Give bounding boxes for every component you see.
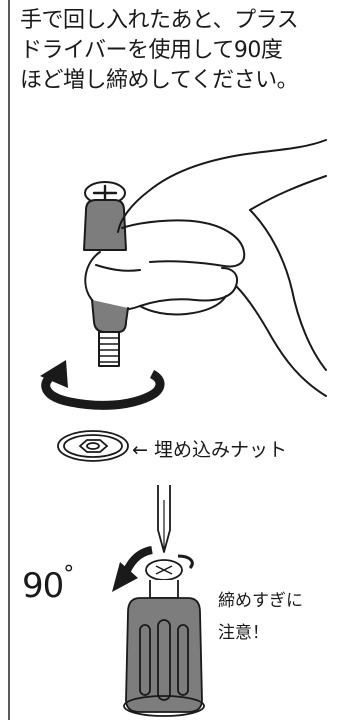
- rotation-arrow-icon: [40, 360, 165, 410]
- instruction-line-2: ドライバーを使用して90度: [20, 38, 283, 63]
- instruction-line-1: 手で回し入れたあと、プラス: [20, 8, 299, 33]
- screwdriver-illustration: [145, 485, 183, 581]
- rotation-angle-label: 90°: [22, 562, 74, 606]
- caution-line-2: 注意！: [218, 623, 269, 643]
- left-margin-rule: [8, 0, 10, 720]
- hand-turning-knob-illustration: [83, 139, 327, 397]
- caution-line-1: 締めすぎに: [218, 591, 303, 611]
- left-arrow-icon: ←: [132, 439, 148, 461]
- caution-note: 締めすぎに 注意！: [218, 585, 328, 649]
- degree-symbol: °: [63, 562, 74, 587]
- angle-value: 90: [22, 566, 64, 606]
- knob-illustration: [123, 580, 205, 717]
- embedded-nut-icon: [57, 430, 129, 462]
- embedded-nut-text: 埋め込みナット: [153, 439, 287, 461]
- instruction-text: 手で回し入れたあと、プラス ドライバーを使用して90度 ほど増し締めしてください…: [20, 6, 340, 96]
- instruction-line-3: ほど増し締めしてください。: [20, 68, 299, 93]
- rotation-90-arrow-icon: [112, 546, 194, 592]
- embedded-nut-label: ← 埋め込みナット: [132, 435, 287, 462]
